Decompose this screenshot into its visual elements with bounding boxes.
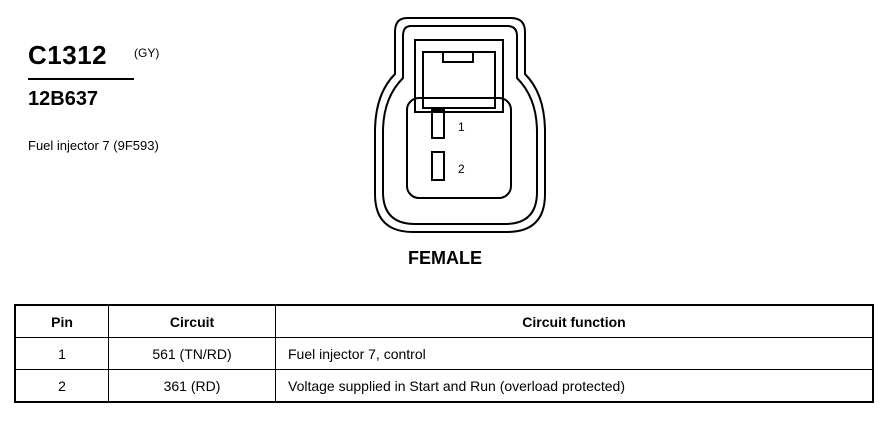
connector-id: C1312 [28,40,108,70]
connector-color-code: (GY) [134,46,160,60]
part-number: 12B637 [28,88,99,110]
pin-label-1: 1 [458,120,465,134]
locking-tab-outer [414,39,504,113]
table-row: 1 561 (TN/RD) Fuel injector 7, control [14,337,874,370]
pin-label-2: 2 [458,162,465,176]
cell-function: Fuel injector 7, control [275,337,874,370]
pin-table: Pin Circuit Circuit function 1 561 (TN/R… [14,304,874,403]
header-circuit: Circuit [108,304,276,338]
locking-tab-inner [422,51,496,109]
connector-inner-shell [382,25,538,225]
connector-outer-shell [374,17,546,233]
terminal-cavity-block [406,97,512,199]
cell-function: Voltage supplied in Start and Run (overl… [275,369,874,403]
table-header-row: Pin Circuit Circuit function [14,304,874,338]
view-label: FEMALE [408,248,482,268]
connector-description: Fuel injector 7 (9F593) [28,138,159,153]
cell-pin: 2 [14,369,109,403]
table-row: 2 361 (RD) Voltage supplied in Start and… [14,369,874,403]
terminal-slot-2 [431,151,445,181]
cell-pin: 1 [14,337,109,370]
terminal-slot-1 [431,109,445,139]
cell-circuit: 361 (RD) [108,369,276,403]
title-divider [28,78,134,80]
header-circuit-function: Circuit function [275,304,874,338]
header-pin: Pin [14,304,109,338]
connector-face-diagram: 1 2 [374,17,546,233]
cell-circuit: 561 (TN/RD) [108,337,276,370]
locking-tab-notch [442,52,474,63]
